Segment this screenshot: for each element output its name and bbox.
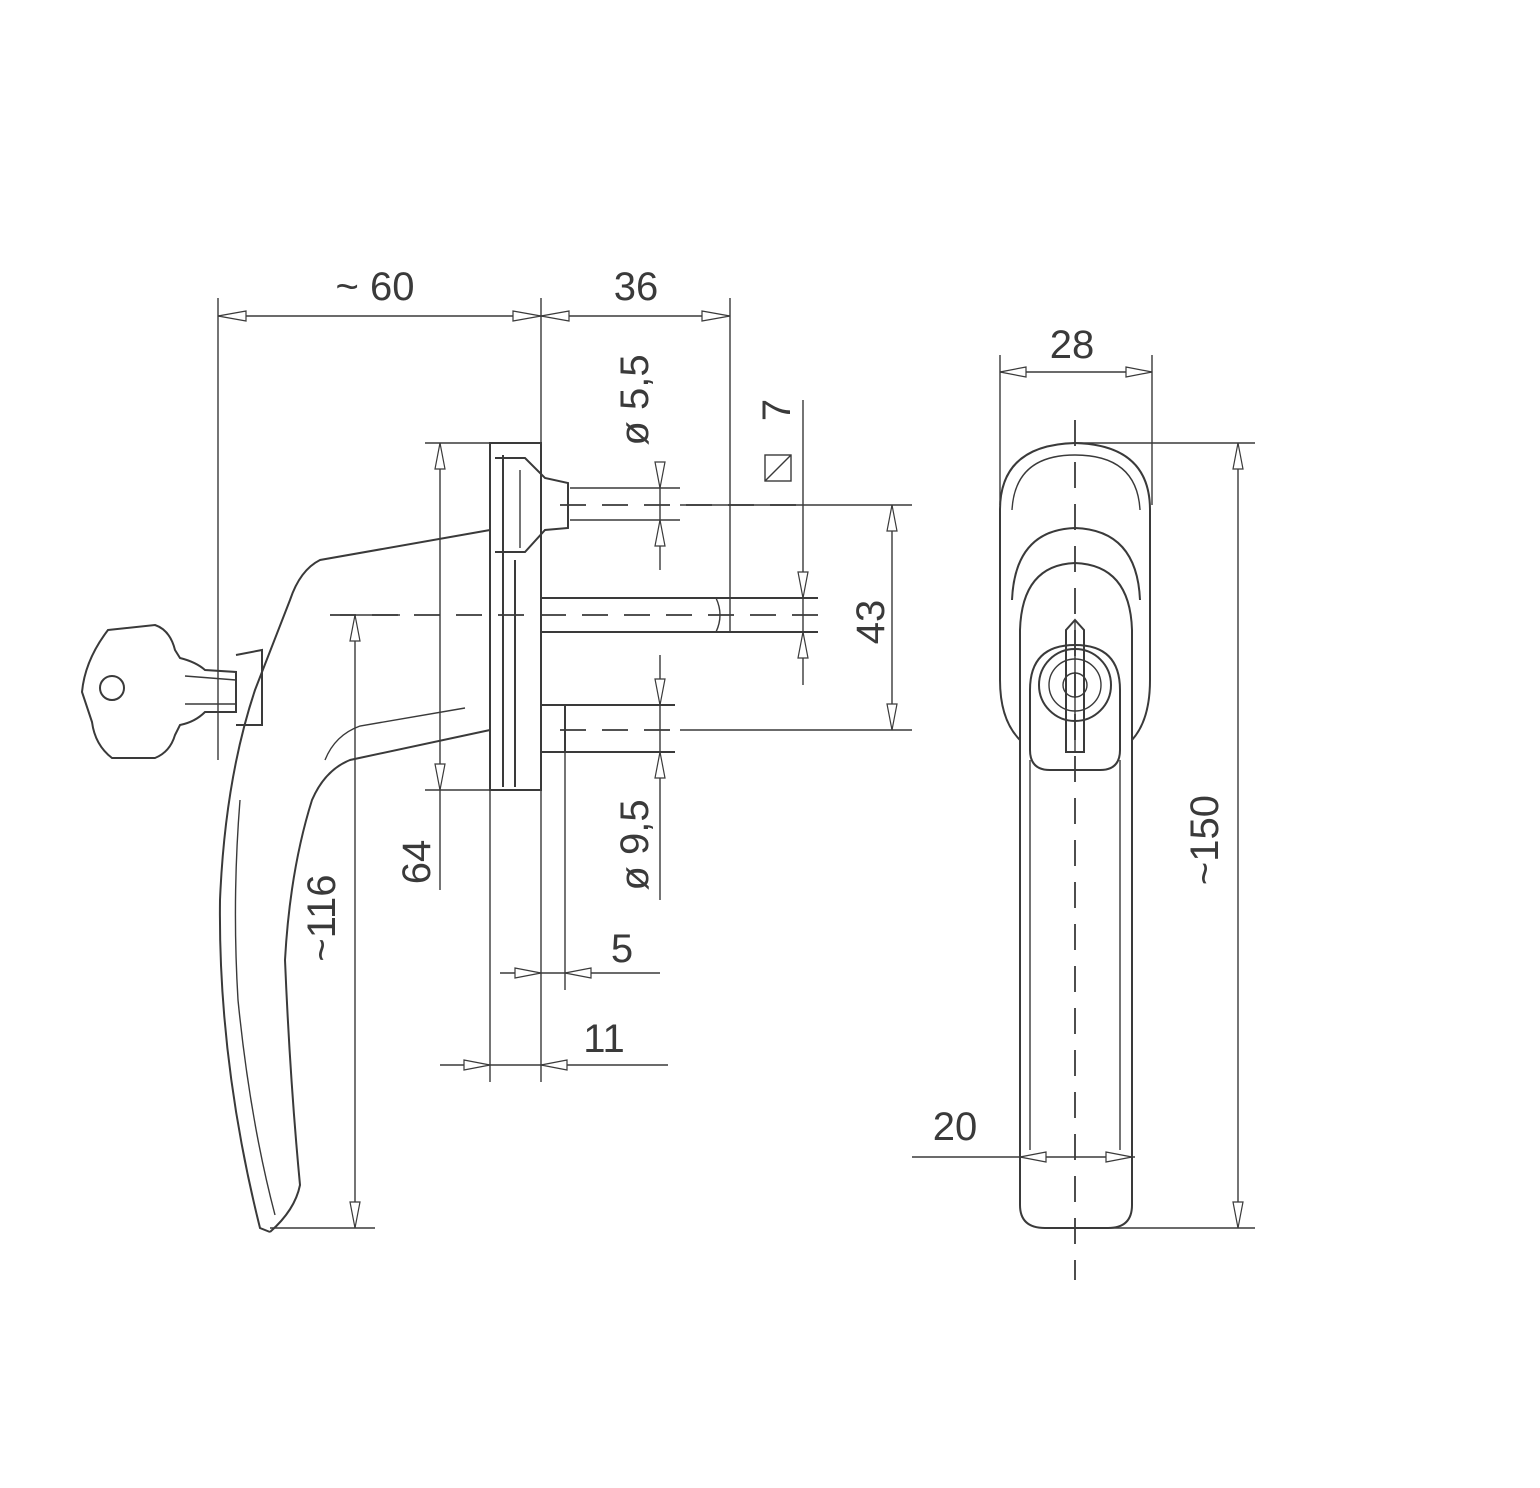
dim-boss-length: 5 xyxy=(611,927,633,971)
dim-rosette-thickness: 11 xyxy=(583,1017,625,1061)
dim-front-width: 28 xyxy=(1050,323,1095,367)
square-section-icon xyxy=(764,454,792,482)
handle-lever xyxy=(218,529,491,1233)
dim-screw-hole-diameter: ø 5,5 xyxy=(613,354,657,445)
key-icon xyxy=(80,623,263,759)
dim-spindle-length: 36 xyxy=(614,265,659,309)
front-view: 28 20 ~150 xyxy=(912,323,1255,1280)
dim-boss-diameter: ø 9,5 xyxy=(613,799,657,890)
dim-overall-length: ~150 xyxy=(1183,795,1227,885)
dim-spindle-square: 7 xyxy=(755,399,799,421)
dim-rosette-height: 64 xyxy=(395,840,439,885)
dim-handle-height: ~116 xyxy=(300,874,344,961)
side-view: ~ 60 36 ø 5,5 7 43 64 xyxy=(80,265,912,1233)
rosette-plate xyxy=(489,442,569,791)
dim-grip-width: 20 xyxy=(933,1105,978,1149)
dim-overall-depth: ~ 60 xyxy=(336,265,415,309)
dim-screw-spacing: 43 xyxy=(849,600,893,645)
